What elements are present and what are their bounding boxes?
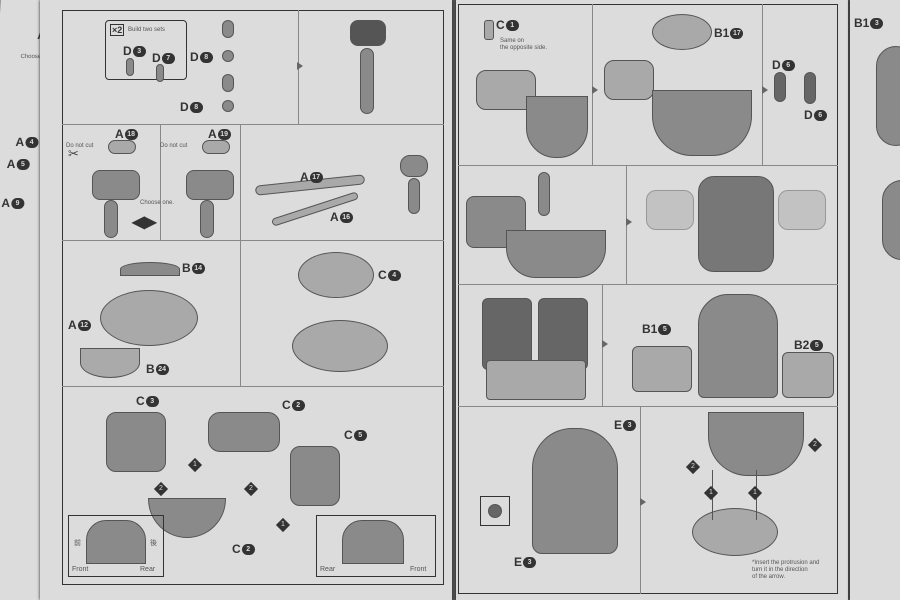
front-label: Front xyxy=(410,566,427,573)
choose-arrow-icon[interactable]: ◀▶ xyxy=(132,214,157,231)
subassembly-box xyxy=(105,20,187,80)
do-not-cut-note: Do not cut xyxy=(66,143,94,149)
panel-frame xyxy=(458,4,838,594)
build-note: Build two sets xyxy=(128,27,166,33)
next-arrow-icon xyxy=(640,498,646,506)
next-arrow-icon xyxy=(592,86,598,94)
next-arrow-icon xyxy=(762,86,768,94)
front-rear-guide-left xyxy=(68,515,164,577)
same-opposite-side-note: Same on the opposite side. xyxy=(500,38,548,51)
multiplier-badge: ×2 xyxy=(110,24,125,36)
front-jp-label: 前 xyxy=(74,540,81,547)
next-arrow-icon xyxy=(602,340,608,348)
next-arrow-icon xyxy=(626,218,632,226)
panel-frame xyxy=(62,10,444,585)
front-rear-guide-right xyxy=(316,515,436,577)
rear-jp-label: 後 xyxy=(150,540,157,547)
rear-label: Rear xyxy=(320,566,336,573)
next-arrow-icon xyxy=(297,62,303,70)
insert-protrusion-note: *Insert the protrusion and turn it in th… xyxy=(752,560,820,580)
choose-one-note: Choose one. xyxy=(140,200,175,206)
do-not-cut-note: Do not cut xyxy=(160,143,188,149)
front-label: Front xyxy=(72,566,89,573)
scissors-crossed-icon: ✂ xyxy=(68,146,79,161)
rear-label: Rear xyxy=(140,566,156,573)
